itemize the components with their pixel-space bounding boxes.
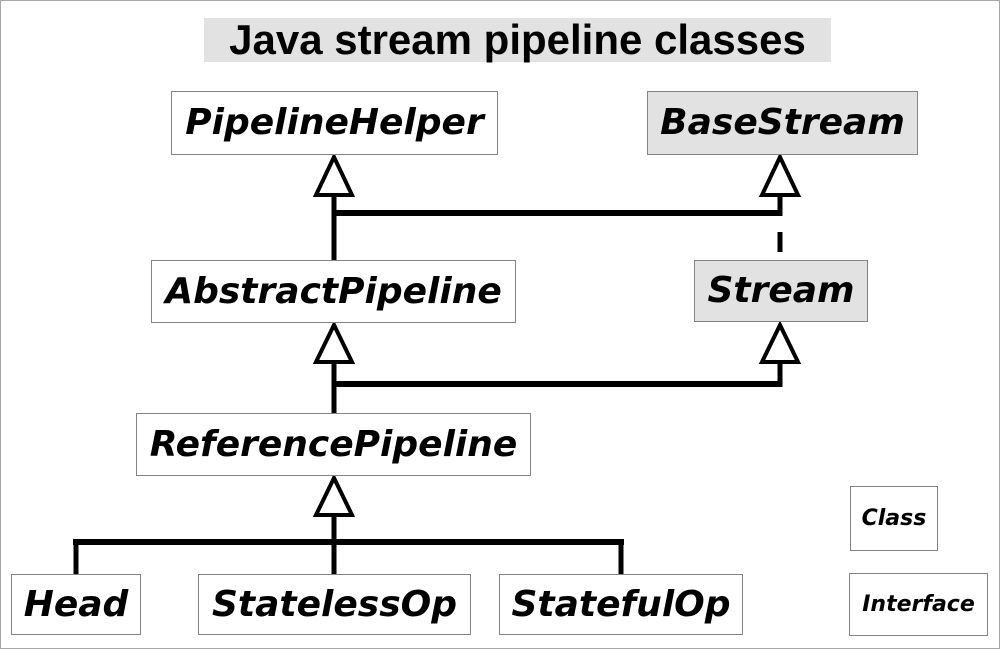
inheritance-triangle-icon-stream — [758, 320, 802, 364]
class-box-pipelinehelper: PipelineHelper — [171, 91, 498, 155]
legend-interface-swatch: Interface — [849, 573, 988, 636]
interface-box-basestream: BaseStream — [647, 91, 918, 155]
class-box-abstractpipeline: AbstractPipeline — [151, 260, 516, 323]
class-box-referencepipeline: ReferencePipeline — [136, 413, 531, 476]
inheritance-triangle-icon-basestream — [758, 152, 802, 197]
legend-class-swatch: Class — [850, 486, 938, 551]
class-box-statefulop: StatefulOp — [499, 574, 743, 635]
class-box-statelessop: StatelessOp — [198, 574, 471, 635]
inheritance-triangle-icon-abstractpipeline — [312, 320, 356, 364]
inheritance-triangle-icon-referencepipeline — [312, 473, 356, 517]
class-box-head: Head — [11, 574, 141, 635]
inheritance-triangle-icon-pipelinehelper — [312, 152, 356, 197]
interface-box-stream: Stream — [694, 260, 868, 322]
diagram-title: Java stream pipeline classes — [204, 16, 831, 63]
